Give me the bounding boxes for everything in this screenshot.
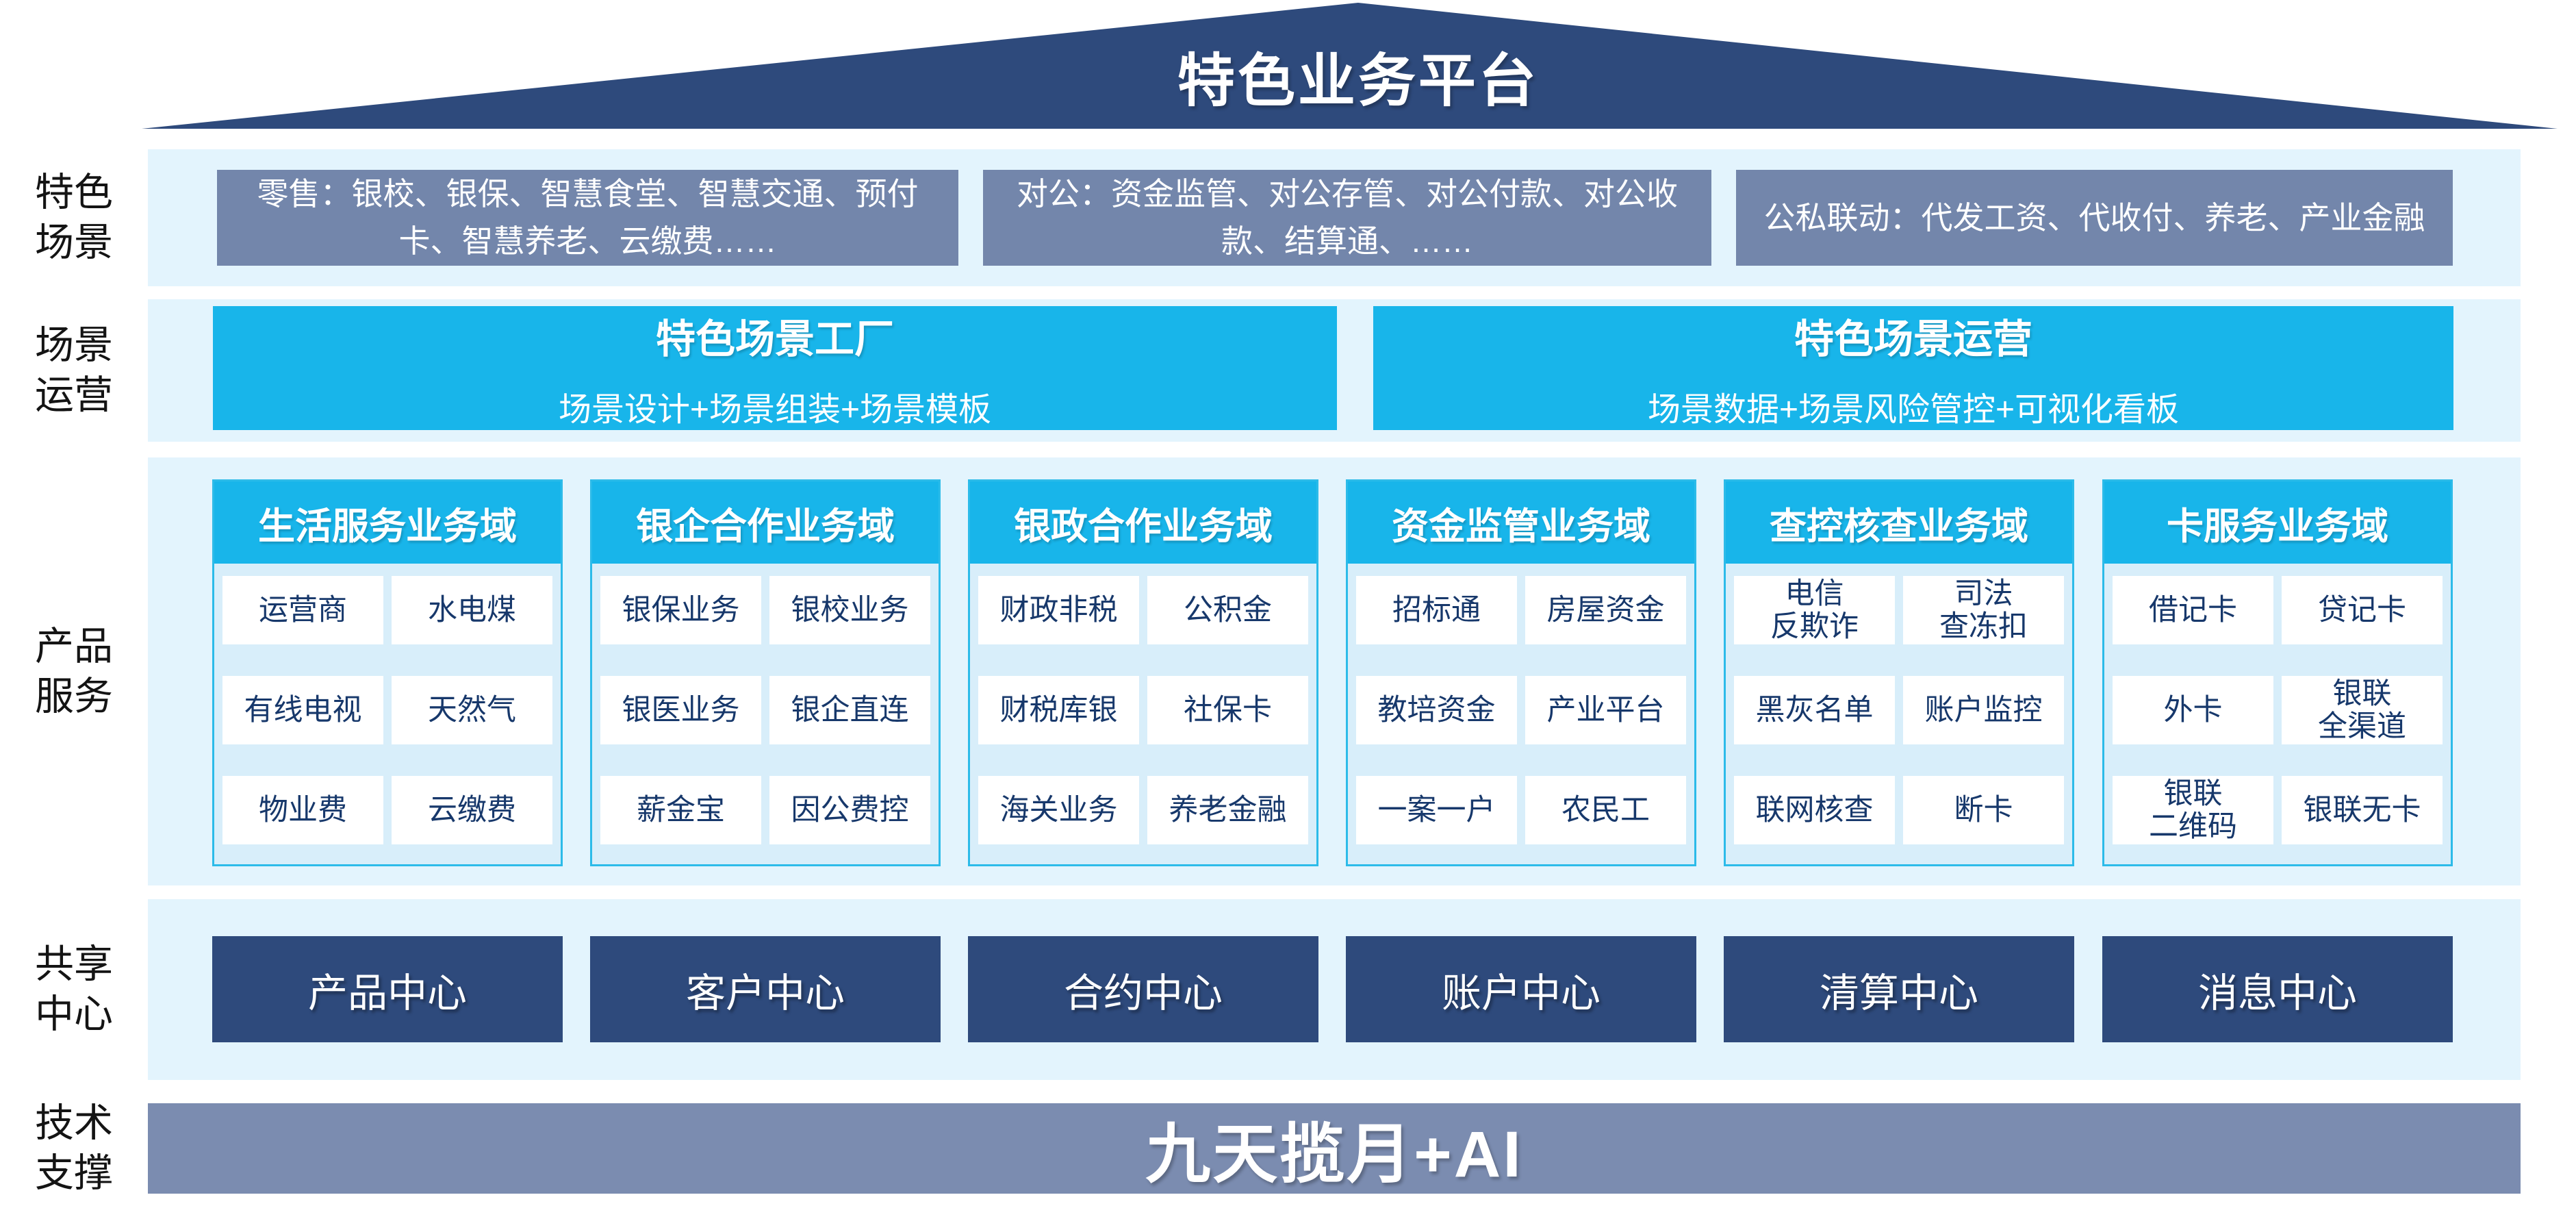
center-box-product: 产品中心: [212, 936, 563, 1042]
product-cell: 因公费控: [769, 776, 930, 844]
center-box-account: 账户中心: [1346, 936, 1696, 1042]
product-column-header: 查控核查业务域: [1726, 481, 2072, 564]
product-cell: 断卡: [1903, 776, 2064, 844]
product-cell: 有线电视: [222, 676, 383, 744]
product-cell: 联网核查: [1734, 776, 1895, 844]
product-cell: 银校业务: [769, 576, 930, 644]
product-cell: 银企直连: [769, 676, 930, 744]
product-column-body: 招标通 房屋资金 教培资金 产业平台 一案一户 农民工: [1348, 564, 1694, 864]
product-cell: 银联无卡: [2282, 776, 2443, 844]
side-label-products: 产品 服务: [35, 624, 113, 718]
product-column-inquiry-control: 查控核查业务域 电信 反欺诈 司法 查冻扣 黑灰名单 账户监控 联网核查 断卡: [1724, 479, 2074, 866]
product-cell: 天然气: [392, 676, 552, 744]
product-column-body: 电信 反欺诈 司法 查冻扣 黑灰名单 账户监控 联网核查 断卡: [1726, 564, 2072, 864]
product-cell: 云缴费: [392, 776, 552, 844]
side-label-tech: 技术 支撑: [35, 1101, 113, 1195]
product-column-header: 生活服务业务域: [214, 481, 561, 564]
product-cell: 招标通: [1356, 576, 1517, 644]
scene-box-retail: 零售：银校、银保、智慧食堂、智慧交通、预付卡、智慧养老、云缴费……: [217, 170, 958, 266]
ops-box-scene-operation: 特色场景运营 场景数据+场景风险管控+可视化看板: [1373, 306, 2453, 430]
product-column-bank-enterprise: 银企合作业务域 银保业务 银校业务 银医业务 银企直连 薪金宝 因公费控: [590, 479, 941, 866]
product-cell: 电信 反欺诈: [1734, 576, 1895, 644]
scene-box-linkage: 公私联动：代发工资、代收付、养老、产业金融: [1736, 170, 2453, 266]
side-label-scenes: 特色 场景: [35, 171, 113, 264]
product-cell: 一案一户: [1356, 776, 1517, 844]
roof-banner: 特色业务平台: [142, 3, 2558, 129]
product-cell: 借记卡: [2113, 576, 2273, 644]
product-column-card-services: 卡服务业务域 借记卡 贷记卡 外卡 银联 全渠道 银联 二维码 银联无卡: [2102, 479, 2453, 866]
product-column-fund-supervision: 资金监管业务域 招标通 房屋资金 教培资金 产业平台 一案一户 农民工: [1346, 479, 1696, 866]
ops-box-title: 特色场景运营: [1794, 316, 2032, 362]
center-box-contract: 合约中心: [968, 936, 1318, 1042]
product-column-header: 卡服务业务域: [2104, 481, 2451, 564]
ops-box-subtitle: 场景设计+场景组装+场景模板: [558, 391, 992, 428]
product-column-header: 资金监管业务域: [1348, 481, 1694, 564]
product-column-header: 银政合作业务域: [970, 481, 1316, 564]
product-cell: 黑灰名单: [1734, 676, 1895, 744]
product-cell: 房屋资金: [1525, 576, 1686, 644]
product-cell: 产业平台: [1525, 676, 1686, 744]
ops-box-title: 特色场景工厂: [655, 316, 894, 362]
product-column-body: 运营商 水电煤 有线电视 天然气 物业费 云缴费: [214, 564, 561, 864]
product-cell: 物业费: [222, 776, 383, 844]
product-cell: 水电煤: [392, 576, 552, 644]
product-cell: 财政非税: [978, 576, 1139, 644]
center-box-clearing: 清算中心: [1724, 936, 2074, 1042]
center-box-customer: 客户中心: [590, 936, 941, 1042]
product-cell: 养老金融: [1147, 776, 1308, 844]
product-column-bank-government: 银政合作业务域 财政非税 公积金 财税库银 社保卡 海关业务 养老金融: [968, 479, 1318, 866]
product-cell: 银保业务: [600, 576, 761, 644]
product-cell: 海关业务: [978, 776, 1139, 844]
ops-box-subtitle: 场景数据+场景风险管控+可视化看板: [1647, 391, 2180, 428]
product-column-header: 银企合作业务域: [592, 481, 939, 564]
scene-box-corporate: 对公：资金监管、对公存管、对公付款、对公收款、结算通、……: [983, 170, 1711, 266]
product-cell: 运营商: [222, 576, 383, 644]
product-cell: 教培资金: [1356, 676, 1517, 744]
product-cell: 薪金宝: [600, 776, 761, 844]
product-cell: 农民工: [1525, 776, 1686, 844]
tech-support-bar: 九天揽月+AI: [148, 1103, 2521, 1194]
center-box-message: 消息中心: [2102, 936, 2453, 1042]
product-cell: 银联 全渠道: [2282, 676, 2443, 744]
product-column-life-services: 生活服务业务域 运营商 水电煤 有线电视 天然气 物业费 云缴费: [212, 479, 563, 866]
product-cell: 财税库银: [978, 676, 1139, 744]
product-column-body: 财政非税 公积金 财税库银 社保卡 海关业务 养老金融: [970, 564, 1316, 864]
product-cell: 外卡: [2113, 676, 2273, 744]
product-cell: 账户监控: [1903, 676, 2064, 744]
product-column-body: 借记卡 贷记卡 外卡 银联 全渠道 银联 二维码 银联无卡: [2104, 564, 2451, 864]
ops-box-scene-factory: 特色场景工厂 场景设计+场景组装+场景模板: [213, 306, 1337, 430]
page-title: 特色业务平台: [1177, 49, 1539, 113]
side-label-operations: 场景 运营: [35, 323, 113, 417]
side-label-centers: 共享 中心: [35, 942, 113, 1036]
product-column-body: 银保业务 银校业务 银医业务 银企直连 薪金宝 因公费控: [592, 564, 939, 864]
product-cell: 贷记卡: [2282, 576, 2443, 644]
product-cell: 公积金: [1147, 576, 1308, 644]
product-cell: 司法 查冻扣: [1903, 576, 2064, 644]
product-cell: 社保卡: [1147, 676, 1308, 744]
product-cell: 银医业务: [600, 676, 761, 744]
product-cell: 银联 二维码: [2113, 776, 2273, 844]
